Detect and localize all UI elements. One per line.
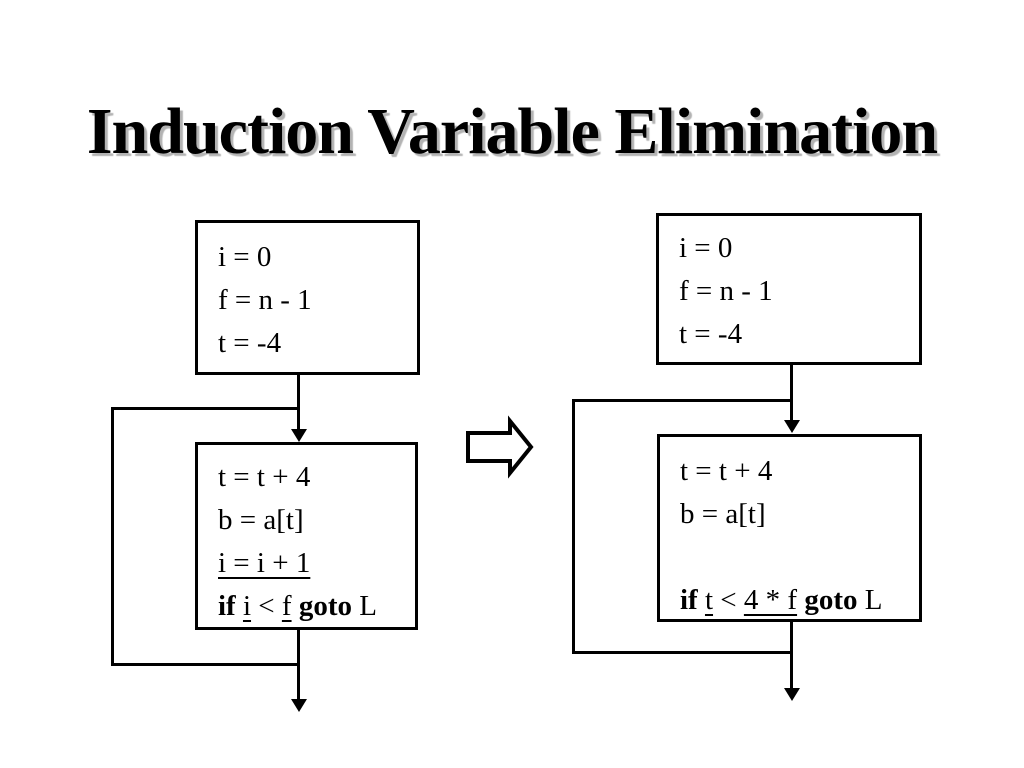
- code-line: f = n - 1: [679, 275, 773, 307]
- branch-target: L: [351, 590, 377, 622]
- right-connector-line: [790, 365, 793, 421]
- if-keyword: if: [680, 584, 705, 616]
- slide-title: Induction Variable Elimination: [86, 95, 938, 168]
- code-line: t = -4: [218, 327, 282, 359]
- spacer: [292, 590, 299, 622]
- underlined-statement: i = i + 1: [218, 547, 311, 579]
- goto-keyword: goto: [804, 584, 858, 616]
- goto-keyword: goto: [298, 590, 352, 622]
- transform-arrow-icon: [466, 415, 534, 479]
- branch-operand: t: [704, 584, 714, 616]
- if-keyword: if: [218, 590, 243, 622]
- right-loop-block: t = t + 4 b = a[t] if t < 4 * f goto L: [657, 434, 922, 622]
- left-exit-arrowhead-icon: [291, 699, 307, 712]
- branch-operand: 4 * f: [743, 584, 798, 616]
- code-line: t = t + 4: [218, 461, 311, 493]
- code-line: b = a[t]: [218, 504, 304, 536]
- left-loopback-top-line: [111, 407, 300, 410]
- left-init-block: i = 0 f = n - 1 t = -4: [195, 220, 420, 375]
- branch-target: L: [857, 584, 883, 616]
- code-line: i = i + 1: [198, 542, 415, 585]
- blank-line: [660, 536, 919, 579]
- right-loopback-bottom-line: [572, 651, 792, 654]
- left-exit-line: [297, 630, 300, 700]
- right-loopback-side-line: [572, 399, 575, 654]
- left-connector-line: [297, 375, 300, 432]
- left-connector-arrowhead-icon: [291, 429, 307, 442]
- left-loopback-side-line: [111, 407, 114, 666]
- branch-operand: f: [281, 590, 292, 622]
- branch-operator: <: [251, 590, 282, 622]
- branch-operator: <: [713, 584, 744, 616]
- right-loopback-top-line: [572, 399, 792, 402]
- branch-code-line: if i < f goto L: [198, 585, 415, 628]
- right-init-block: i = 0 f = n - 1 t = -4: [656, 213, 922, 365]
- code-line: t = -4: [679, 318, 743, 350]
- left-loop-block: t = t + 4 b = a[t] i = i + 1 if i < f go…: [195, 442, 418, 630]
- left-loopback-bottom-line: [111, 663, 300, 666]
- branch-operand: i: [242, 590, 252, 622]
- branch-code-line: if t < 4 * f goto L: [660, 579, 919, 622]
- right-connector-arrowhead-icon: [784, 420, 800, 433]
- right-exit-line: [790, 622, 793, 689]
- code-line: f = n - 1: [218, 284, 312, 316]
- code-line: i = 0: [679, 232, 733, 264]
- code-line: i = 0: [218, 241, 272, 273]
- code-line: t = t + 4: [680, 455, 773, 487]
- right-exit-arrowhead-icon: [784, 688, 800, 701]
- code-line: b = a[t]: [680, 498, 766, 530]
